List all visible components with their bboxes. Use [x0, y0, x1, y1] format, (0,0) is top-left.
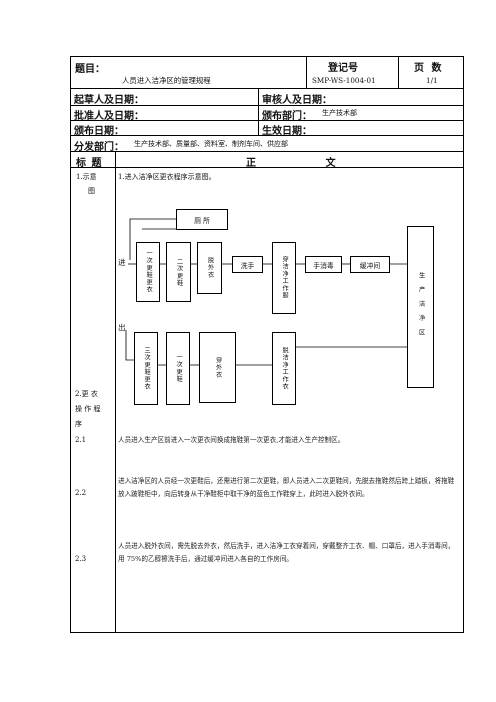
section1-title: 1.进入洁净区更衣程序示意图。	[118, 173, 216, 181]
wear-clean-suit-box: 穿洁净工作服	[272, 242, 296, 314]
issuing-dept-label: 颁布部门：	[262, 111, 312, 122]
document-frame	[70, 56, 464, 633]
remove-clean-suit-box: 脱洁净工作衣	[272, 332, 296, 405]
reg-number: SMP-WS-1004-01	[312, 76, 376, 85]
section2-label-b: 操 作 程	[75, 405, 101, 413]
second-shoe-change-box: 二次更鞋	[166, 242, 191, 302]
wash-hands-box: 洗手	[232, 256, 263, 273]
rule-header	[70, 88, 464, 89]
page-number: 1/1	[426, 76, 438, 85]
rule-v-meta	[258, 88, 259, 135]
issuing-dept-value: 生产技术部	[322, 109, 357, 117]
section2-3-text: 人员进入脱外衣间，需先脱去外衣，然后洗手，进入洁净工衣穿着间，穿戴整齐工衣、帽、…	[118, 542, 455, 563]
section2-label-c: 序	[75, 420, 82, 428]
drafter-label: 起草人及日期：	[74, 95, 144, 106]
first-shoe-change-box: 一次更鞋更衣	[136, 242, 160, 302]
section1-label-b: 图	[88, 187, 95, 195]
distribution-value: 生产技术部、质量部、资料室、制剂车间、供应部	[134, 140, 288, 148]
section1-label-a: 1.示意	[76, 173, 97, 181]
third-shoe-change-box: 三次更鞋更衣	[134, 332, 158, 405]
section2-2-number: 2.2	[75, 489, 87, 497]
rule-v-body	[115, 151, 116, 633]
distribution-label: 分发部门：	[74, 142, 124, 153]
column-heading-body: 正 文	[246, 158, 336, 169]
reg-label: 登记号	[328, 63, 358, 74]
rule-columns	[70, 167, 464, 168]
column-heading-title: 标 题	[76, 158, 103, 169]
reviewer-label: 审核人及日期：	[262, 95, 332, 106]
exit-label: 出	[118, 323, 126, 332]
rule-v-reg	[306, 56, 307, 88]
buffer-room-box: 缓冲间	[350, 256, 390, 273]
document-title: 人员进入洁净区的管理规程	[122, 76, 211, 85]
toilet-box: 厕 所	[176, 209, 228, 230]
title-label: 题目：	[75, 64, 105, 75]
rule-row1	[70, 105, 464, 106]
section2-1-text: 人员进入生产区前进入一次更衣间换成拖鞋第一次更衣,才能进入生产控制区。	[118, 436, 345, 444]
rule-row2	[70, 120, 464, 121]
issue-date-label: 颁布日期：	[74, 126, 124, 137]
hand-disinfect-box: 手消毒	[305, 256, 342, 273]
rule-row3	[70, 135, 464, 136]
wear-outer-box: 穿外衣	[199, 332, 236, 403]
rule-row4	[70, 151, 464, 152]
page-label: 页 数	[414, 63, 444, 74]
section2-3-number: 2.3	[75, 555, 87, 563]
section2-2-text: 进入洁净区的人员经一次更鞋后，还需进行第二次更鞋，即人员进入二次更鞋间，先脱去拖…	[118, 477, 455, 498]
rule-v-page	[398, 56, 399, 88]
section2-1-number: 2.1	[75, 436, 87, 444]
enter-label: 进	[118, 258, 126, 267]
first-shoe-change-return-box: 一次更鞋	[166, 332, 190, 405]
approver-label: 批准人及日期：	[74, 111, 144, 122]
connector-exit	[125, 330, 134, 361]
clean-production-area-box: 生产洁净区	[407, 226, 434, 388]
effective-date-label: 生效日期：	[262, 126, 312, 137]
section2-label-a: 2.更 衣	[75, 390, 98, 398]
remove-outer-box: 脱外衣	[197, 242, 222, 294]
connector-to-toilet	[129, 218, 176, 260]
